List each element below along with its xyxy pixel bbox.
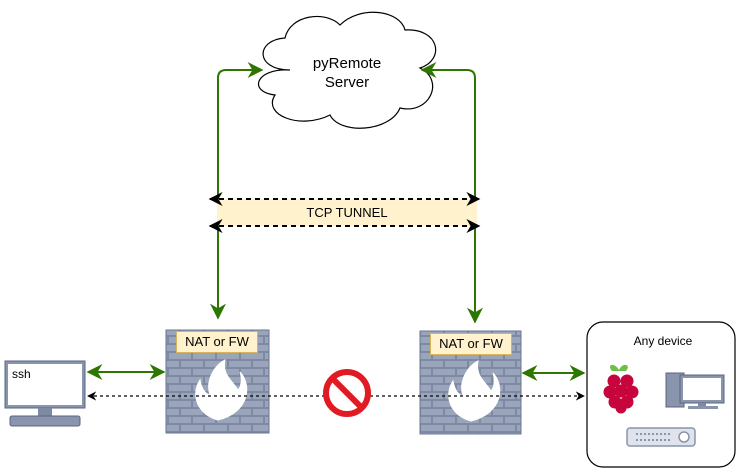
- firewall-left-label: NAT or FW: [176, 331, 258, 353]
- remote-control-icon: [626, 427, 696, 447]
- device-box: [586, 321, 736, 468]
- desktop-computer-icon: [665, 372, 725, 409]
- monitor-icon: [4, 360, 86, 427]
- raspberry-pi-icon: [603, 364, 639, 414]
- blocked-icon: [323, 369, 371, 417]
- terminal-text: ssh: [12, 367, 31, 381]
- firewall-right-label: NAT or FW: [430, 333, 512, 355]
- server-label-line1: pyRemote: [312, 55, 382, 72]
- connection-right-to-server: [420, 62, 483, 324]
- device-box-title: Any device: [633, 334, 693, 348]
- tcp-tunnel: [208, 192, 481, 233]
- cloud-icon: [257, 11, 437, 129]
- tunnel-label: TCP TUNNEL: [306, 205, 388, 220]
- connection-left-to-server: [210, 62, 264, 320]
- server-label: pyRemote Server: [298, 54, 396, 92]
- server-label-line2: Server: [324, 74, 370, 91]
